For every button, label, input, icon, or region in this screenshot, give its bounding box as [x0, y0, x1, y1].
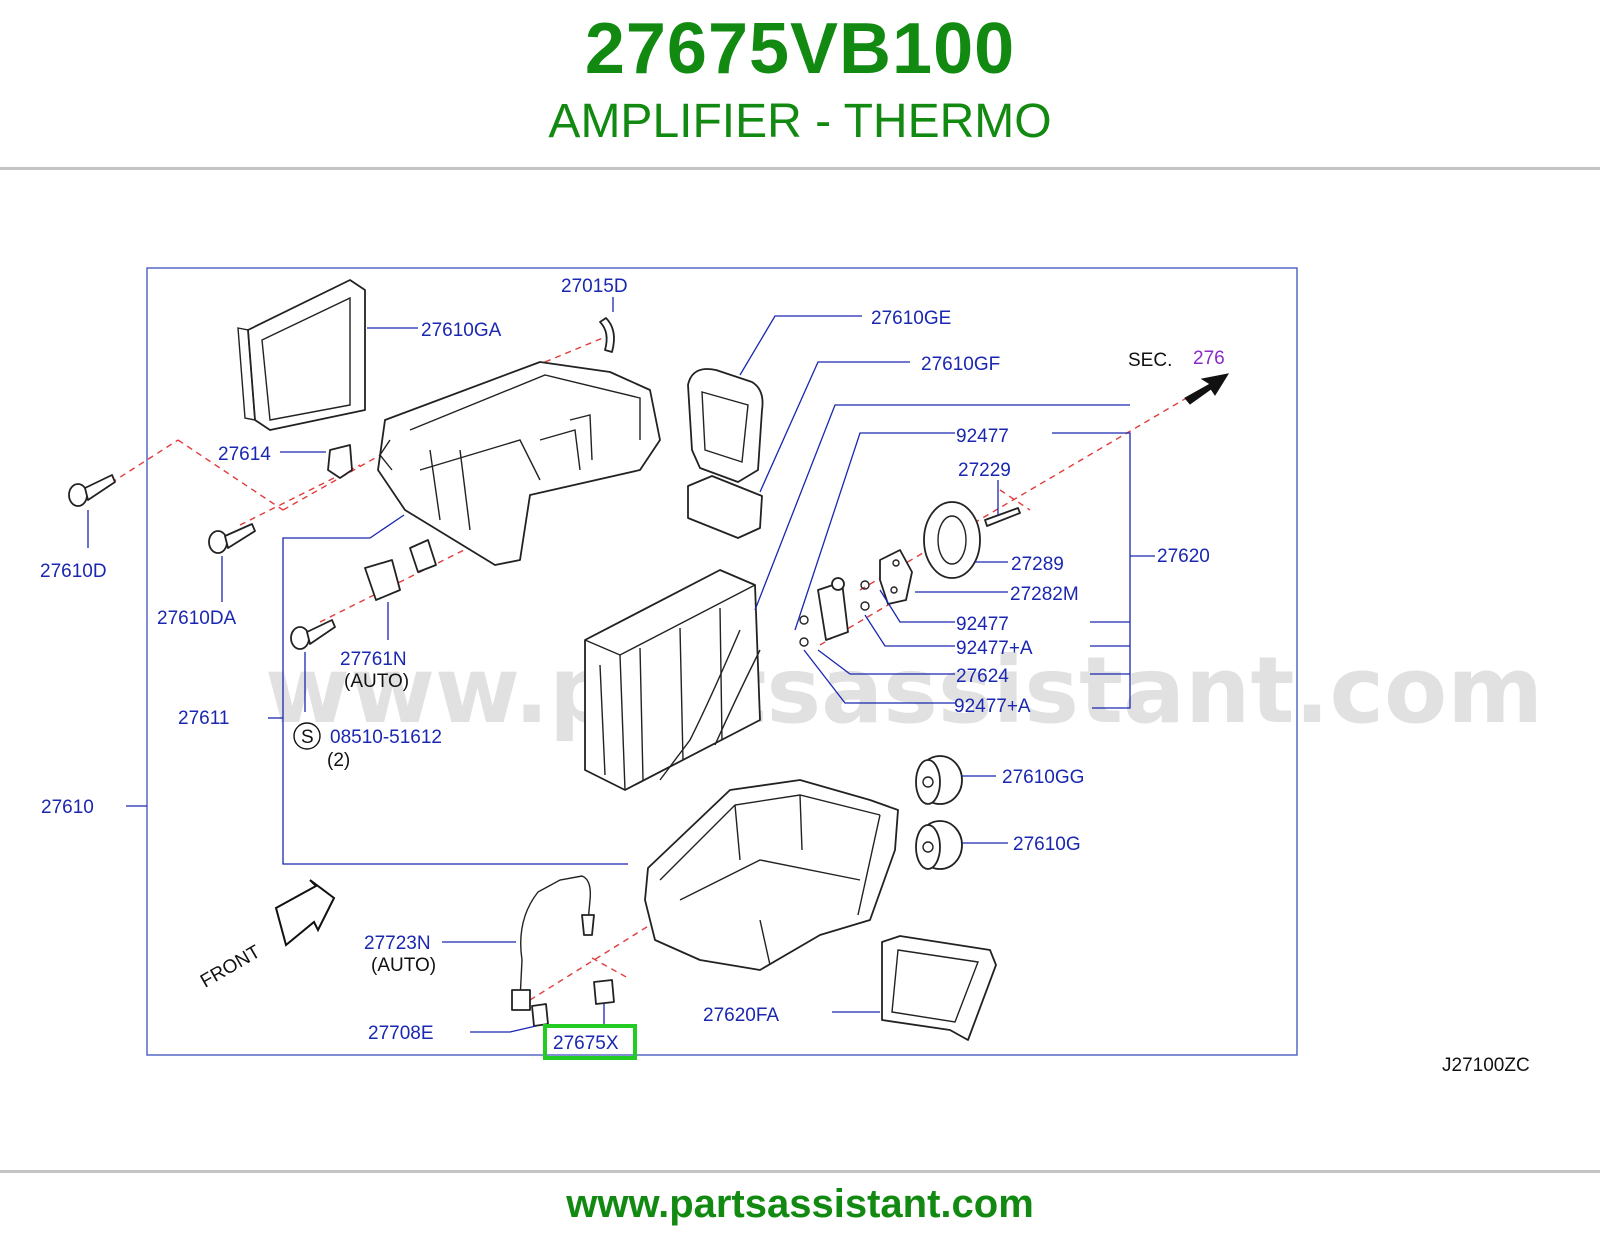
- leader-lines: [87, 297, 1155, 1033]
- label-08510-51612[interactable]: 08510-51612: [330, 727, 442, 748]
- label-27708E[interactable]: 27708E: [368, 1023, 434, 1044]
- front-arrow-icon: [274, 879, 336, 947]
- diagram-code: J27100ZC: [1442, 1055, 1530, 1076]
- part-27229-drawing: [984, 507, 1021, 527]
- part-27708E-drawing: [531, 1003, 549, 1027]
- label-27610DA[interactable]: 27610DA: [157, 608, 237, 629]
- label-27610D[interactable]: 27610D: [40, 561, 107, 582]
- header: 27675VB100 AMPLIFIER - THERMO: [0, 0, 1600, 168]
- header-divider: [0, 167, 1600, 170]
- label-92477-mid[interactable]: 92477: [956, 614, 1009, 635]
- sec-arrow-icon: [1184, 373, 1230, 405]
- label-92477-top[interactable]: 92477: [956, 426, 1009, 447]
- part-27015D-drawing: [599, 317, 615, 353]
- part-27614-drawing: [327, 444, 353, 479]
- footer-divider: [0, 1170, 1600, 1173]
- part-27620FA-drawing: [881, 935, 997, 1041]
- label-27761N-auto: (AUTO): [344, 671, 409, 692]
- part-27723N-drawing: [511, 875, 595, 1011]
- label-27723N-auto: (AUTO): [371, 955, 436, 976]
- part-27610D-drawing: [68, 474, 116, 507]
- part-08510-51612-drawing: [290, 619, 336, 650]
- part-27610GE-drawing: [687, 368, 764, 483]
- label-27675X[interactable]: 27675X: [553, 1033, 619, 1054]
- label-27611[interactable]: 27611: [178, 708, 229, 729]
- label-08510-qty: (2): [327, 750, 350, 771]
- part-27610DA-drawing: [208, 523, 256, 554]
- sec-label: SEC.: [1128, 350, 1172, 371]
- lower-housing-drawing: [644, 779, 899, 971]
- footer-url[interactable]: www.partsassistant.com: [566, 1182, 1034, 1226]
- upper-housing-drawing: [377, 361, 661, 566]
- part-27610GA-drawing: [237, 279, 366, 431]
- label-27624[interactable]: 27624: [956, 666, 1009, 687]
- part-27282M-drawing: [879, 549, 913, 605]
- label-27723N[interactable]: 27723N: [364, 933, 431, 954]
- part-27289-drawing: [923, 501, 981, 579]
- watermark: www.partsassistant.com: [265, 637, 1543, 744]
- label-27610[interactable]: 27610: [41, 797, 94, 818]
- part-number: 27675VB100: [584, 9, 1016, 89]
- part-name: AMPLIFIER - THERMO: [548, 95, 1052, 148]
- label-27614[interactable]: 27614: [218, 444, 271, 465]
- label-27282M[interactable]: 27282M: [1010, 584, 1079, 605]
- label-27610GF[interactable]: 27610GF: [921, 354, 1000, 375]
- s-badge: [293, 722, 321, 750]
- part-27610GG-drawing: [915, 755, 963, 805]
- part-27610G-drawing: [915, 820, 963, 870]
- label-27610GG[interactable]: 27610GG: [1002, 767, 1084, 788]
- part-27675X-drawing: [593, 979, 615, 1005]
- label-27610GE[interactable]: 27610GE: [871, 308, 951, 329]
- part-27624-drawing: [799, 577, 870, 647]
- label-27761N[interactable]: 27761N: [340, 649, 407, 670]
- diagram-frame: [146, 267, 1298, 1056]
- label-27610GA[interactable]: 27610GA: [421, 320, 502, 341]
- label-27015D[interactable]: 27015D: [561, 276, 628, 297]
- label-27229[interactable]: 27229: [958, 460, 1011, 481]
- highlight-box-27675X: [543, 1024, 637, 1060]
- s-badge-letter: S: [301, 727, 314, 748]
- label-92477A-lower[interactable]: 92477+A: [954, 696, 1031, 717]
- label-27620FA[interactable]: 27620FA: [703, 1005, 779, 1026]
- label-27289[interactable]: 27289: [1011, 554, 1064, 575]
- label-92477A-upper[interactable]: 92477+A: [956, 638, 1033, 659]
- evaporator-core-drawing: [584, 569, 761, 791]
- front-label: FRONT: [197, 941, 265, 992]
- part-27761N-drawing: [364, 539, 437, 601]
- label-27610G[interactable]: 27610G: [1013, 834, 1081, 855]
- part-27610GF-drawing: [687, 475, 763, 539]
- sec-ref-link[interactable]: 276: [1193, 348, 1225, 369]
- label-27620[interactable]: 27620: [1157, 546, 1210, 567]
